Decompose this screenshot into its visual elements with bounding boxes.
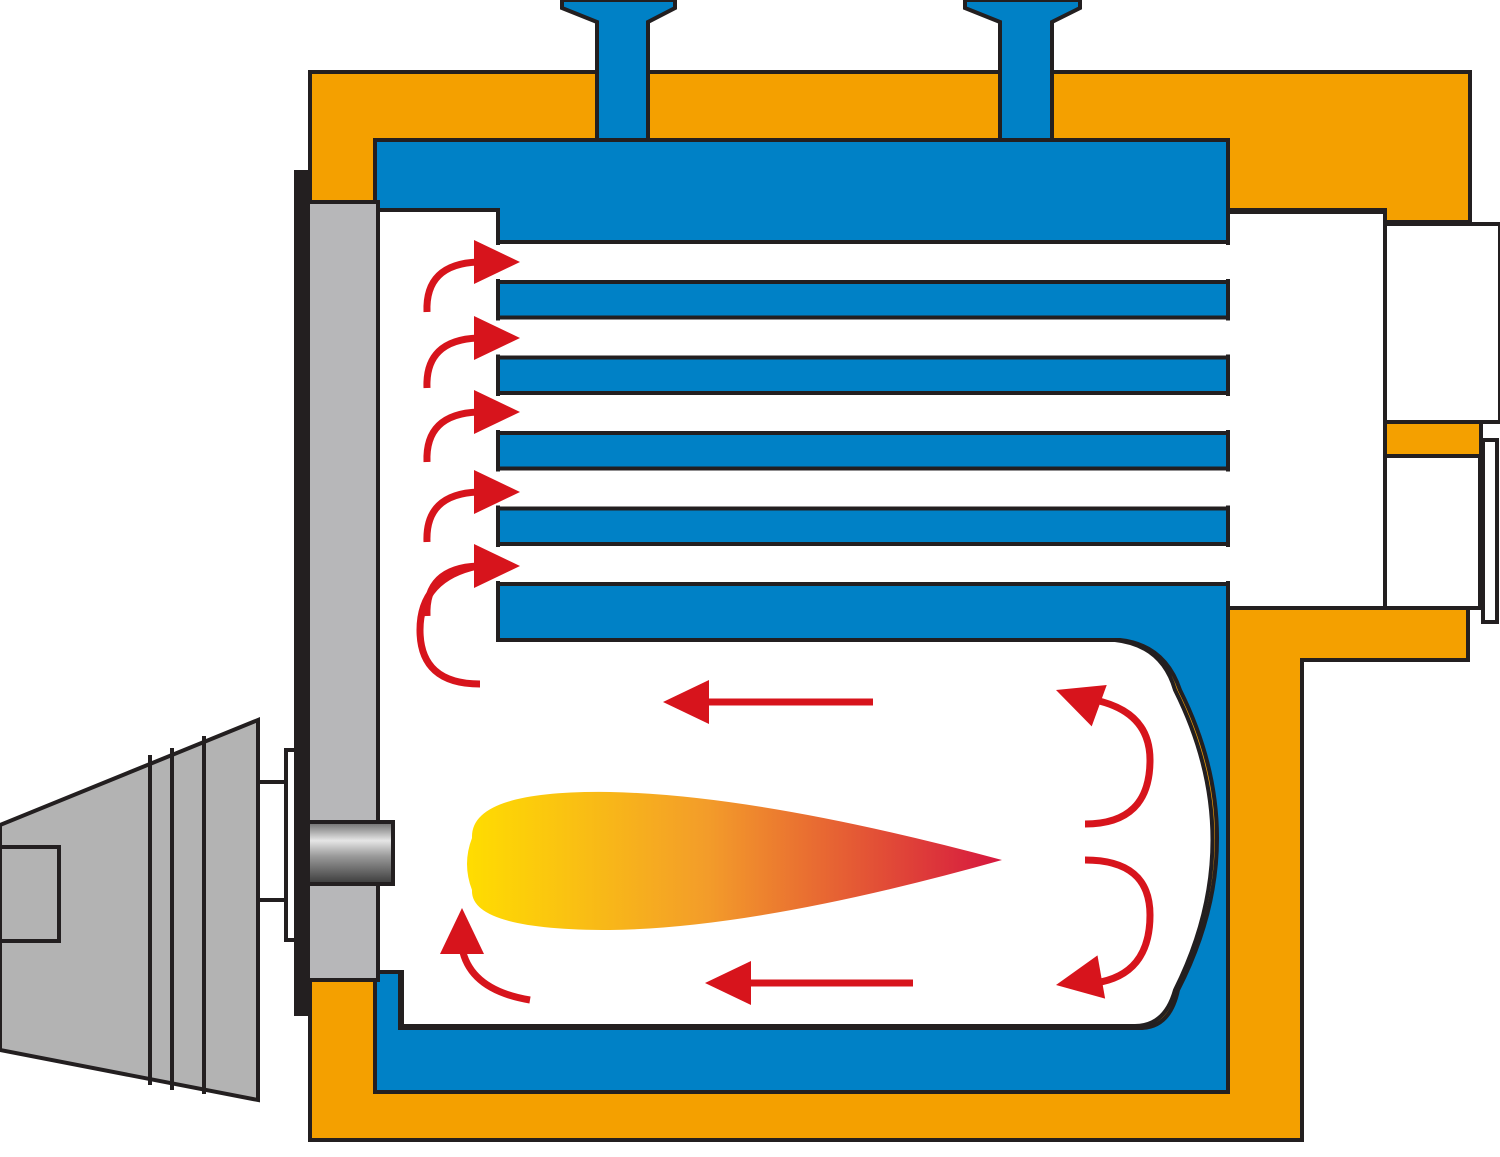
burner-mount: [256, 780, 288, 902]
tube-opening: [1224, 547, 1232, 581]
burner-ribs: [148, 736, 206, 1094]
burner-flange: [284, 748, 298, 942]
water-nozzles: [560, 0, 1082, 142]
water-nozzle-left: [560, 0, 677, 142]
flow-arrow-burner: [458, 947, 531, 1004]
flow-arrow-head: [474, 470, 520, 514]
flame-icon: [467, 791, 1002, 930]
flow-arrow-curve: [423, 334, 479, 389]
water-nozzle-right: [963, 0, 1082, 142]
flow-arrow-head: [705, 961, 751, 1005]
tube-opening: [1224, 320, 1232, 355]
flue-gas-flow-arrows: [416, 240, 1154, 1005]
flue-outlet: [1383, 222, 1500, 424]
fire-tube: [496, 315, 1230, 360]
flow-arrow-curve: [423, 408, 479, 463]
flow-arrow-head: [474, 316, 520, 360]
insulation-flue-block: [1381, 420, 1483, 458]
flow-arrow-head: [663, 680, 709, 724]
burner-panel: [0, 845, 61, 943]
flow-arrow-head: [1056, 955, 1106, 999]
flow-arrow-return: [416, 562, 481, 688]
flow-arrow-curve: [423, 258, 479, 313]
flow-arrow-turn-upper: [1084, 696, 1154, 828]
rear-flue-chamber: [1226, 210, 1387, 610]
flow-arrow-turn-lower: [1084, 856, 1154, 987]
flow-arrow-head: [474, 240, 520, 284]
flow-arrow-head: [474, 390, 520, 434]
tube-opening: [1224, 245, 1232, 279]
burner-nozzle: [306, 820, 395, 886]
water-jacket: [373, 138, 1230, 1094]
tube-opening: [1224, 396, 1232, 430]
burner-icon: [0, 717, 395, 1103]
flow-arrow-head: [440, 908, 484, 954]
flue-flange: [1481, 438, 1499, 624]
tube-opening: [1224, 471, 1232, 506]
flue-outlet-lower: [1383, 454, 1482, 610]
fire-tube: [496, 240, 1230, 284]
flow-arrow-head: [1056, 685, 1107, 727]
fire-tube: [496, 542, 1230, 586]
fire-tube: [496, 391, 1230, 435]
flow-arrow-head: [474, 544, 520, 588]
fire-tube: [496, 466, 1230, 511]
flow-arrow-curve: [423, 488, 479, 543]
